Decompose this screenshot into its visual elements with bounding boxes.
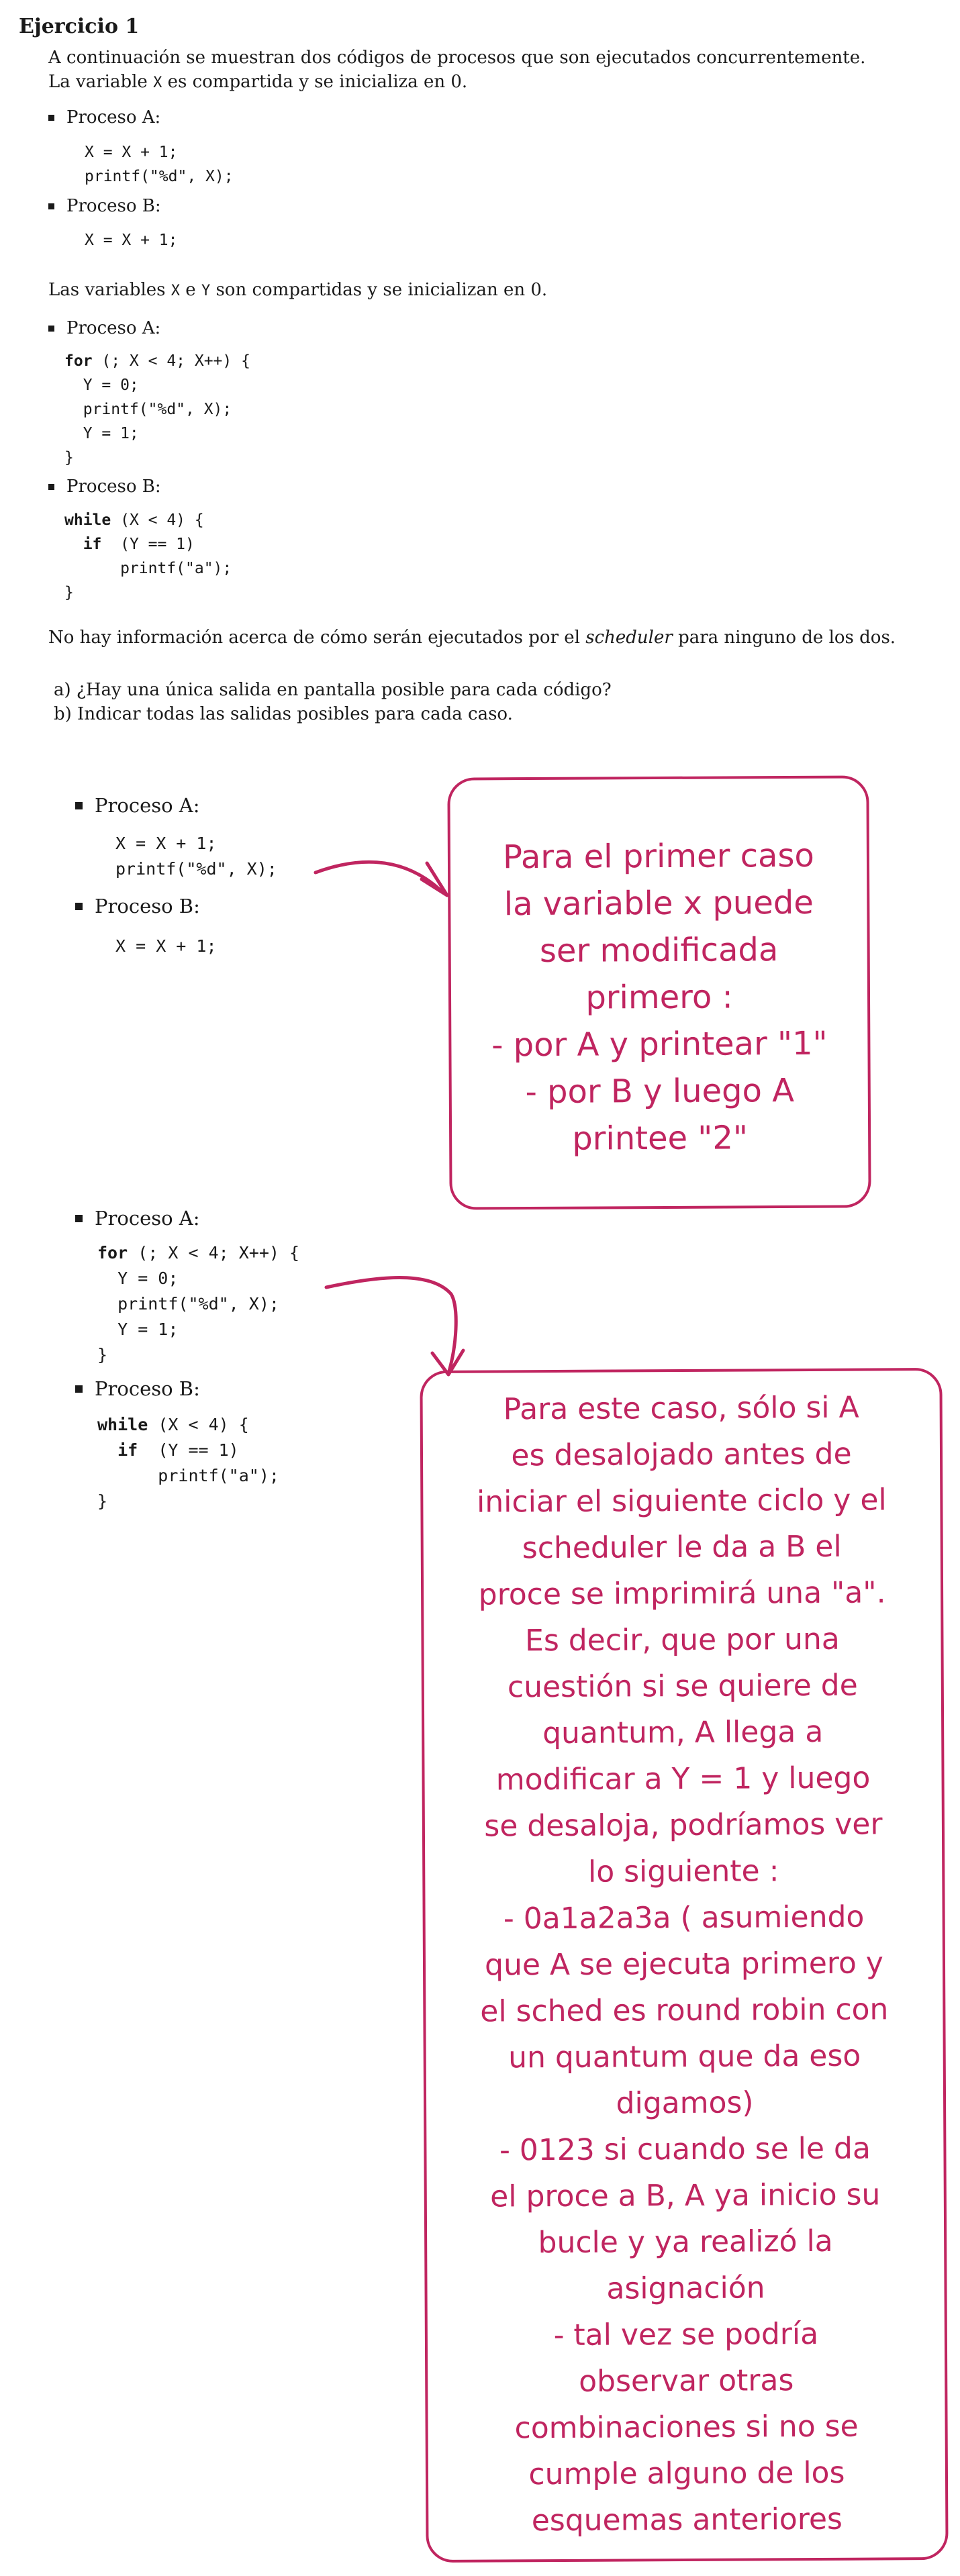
answer1-procB-code: X = X + 1; [115,936,217,956]
case1-procA-label: Proceso A: [48,107,160,128]
case1-procB-code: X = X + 1; [85,232,178,249]
case2-procA-label: Proceso A: [48,318,160,338]
intro-line-1: A continuación se muestran dos códigos d… [48,48,866,68]
question-b: b) Indicar todas las salidas posibles pa… [54,704,513,724]
intro-line-2: La variable X es compartida y se inicial… [48,72,468,92]
scheduler-paragraph: No hay información acerca de cómo serán … [48,628,896,648]
question-a: a) ¿Hay una única salida en pantalla pos… [54,680,612,700]
answer2-procA-label: Proceso A: [75,1207,200,1230]
case2-procA-code: for (; X < 4; X++) { Y = 0; printf("%d",… [64,352,250,466]
answer1-procA-code: X = X + 1; printf("%d", X); [115,834,277,879]
bullet-icon [48,325,54,332]
case1-procB-label: Proceso B: [48,196,161,216]
answer2-note: Para este caso, sólo si A es desalojado … [420,1367,949,2563]
answer1-procA-label: Proceso A: [75,794,200,817]
bullet-icon [75,1385,83,1393]
bullet-icon [48,203,54,209]
question-list: a) ¿Hay una única salida en pantalla pos… [54,678,612,726]
case1-procA-code: X = X + 1; printf("%d", X); [85,144,234,185]
case2-procB-code: while (X < 4) { if (Y == 1) printf("a");… [64,511,232,601]
answer2-procA-code: for (; X < 4; X++) { Y = 0; printf("%d",… [97,1243,300,1365]
arrow-2-icon [324,1276,465,1377]
case2-procB-label: Proceso B: [48,477,161,497]
answer2-procB-code: while (X < 4) { if (Y == 1) printf("a");… [97,1415,279,1511]
arrow-1-icon [314,860,449,897]
bullet-icon [75,801,83,809]
answer1-note: Para el primer caso la variable x puede … [447,775,871,1210]
answer1-procB-label: Proceso B: [75,895,200,918]
bullet-icon [48,114,54,121]
exercise-title: Ejercicio 1 [19,15,140,38]
bullet-icon [75,1214,83,1222]
intro-paragraph: A continuación se muestran dos códigos d… [48,46,934,95]
vars-paragraph: Las variables X e Y son compartidas y se… [48,280,548,300]
bullet-icon [75,902,83,910]
bullet-icon [48,483,54,490]
answer2-procB-label: Proceso B: [75,1377,200,1400]
